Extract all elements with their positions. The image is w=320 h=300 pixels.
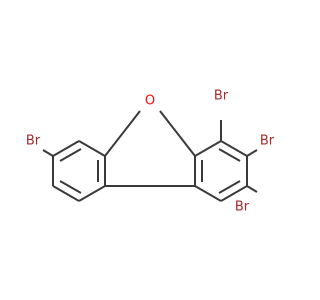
bond xyxy=(246,149,258,157)
bond xyxy=(59,180,82,194)
bond xyxy=(218,148,241,162)
bond xyxy=(220,140,248,157)
bromine-atom-label-left: Br xyxy=(26,134,41,149)
chemical-structure-diagram: O Br Br Br Br xyxy=(26,89,275,215)
bond xyxy=(78,140,106,157)
bond xyxy=(78,185,106,202)
bond xyxy=(220,185,248,202)
furan-ring xyxy=(104,110,196,187)
bond xyxy=(52,140,80,157)
bond xyxy=(194,185,222,202)
bond xyxy=(246,185,258,193)
bond xyxy=(42,149,54,157)
bromine-atom-label-right: Br xyxy=(260,134,275,149)
bond xyxy=(59,148,82,162)
bromine-bonds xyxy=(42,120,258,193)
bromine-atom-label-bottom: Br xyxy=(235,200,250,215)
right-benzene-ring xyxy=(194,140,248,202)
bond xyxy=(218,180,241,194)
bond xyxy=(104,110,141,157)
bond xyxy=(159,110,196,157)
bond xyxy=(52,185,80,202)
oxygen-atom-label: O xyxy=(145,94,155,109)
bond xyxy=(194,140,222,157)
left-benzene-ring xyxy=(52,140,106,202)
bromine-atom-label-top: Br xyxy=(214,89,229,104)
